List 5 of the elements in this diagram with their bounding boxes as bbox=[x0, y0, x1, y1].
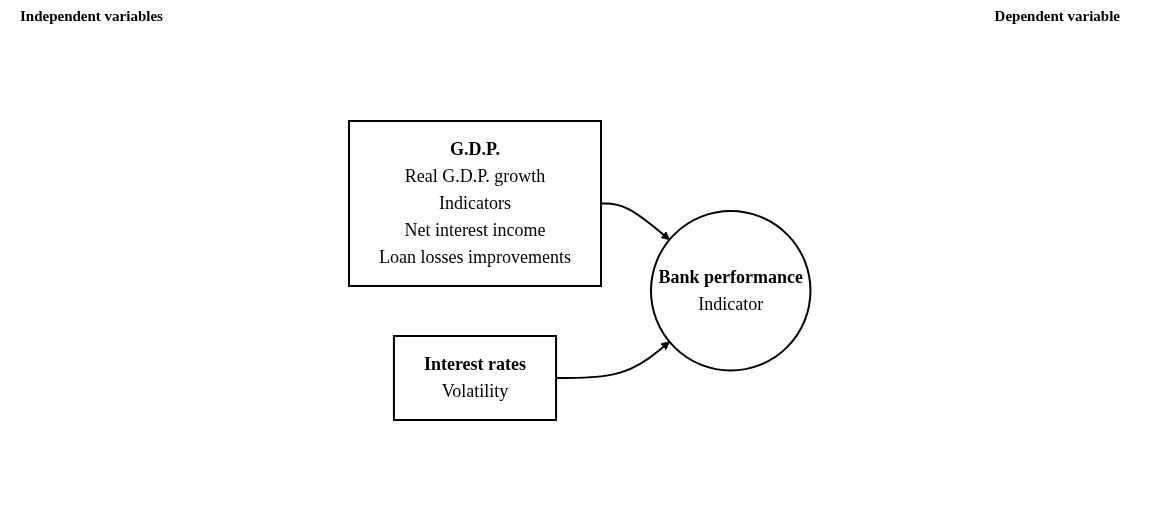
node-box: G.D.P. Real G.D.P. growth Indicators Net interest income Loan losses improvements bbox=[348, 119, 603, 287]
node-box: Interest rates Volatility bbox=[393, 334, 558, 421]
heading-label: Dependent variable bbox=[994, 8, 1120, 25]
node-circle: Bank performance Indicator bbox=[650, 209, 812, 371]
heading-label: Independent variables bbox=[20, 8, 163, 25]
